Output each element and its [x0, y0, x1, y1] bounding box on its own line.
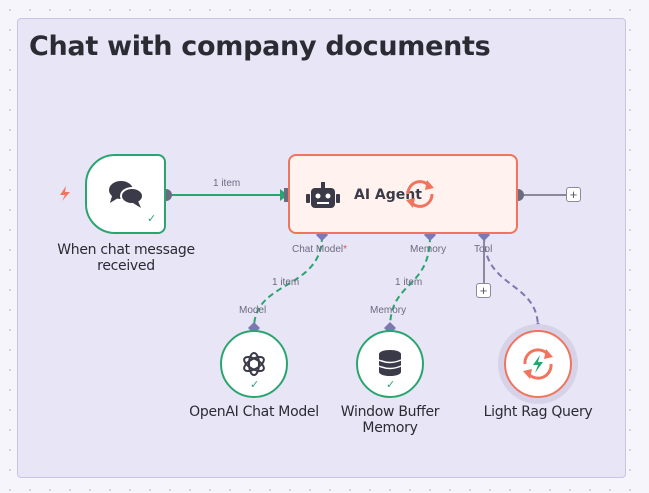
database-icon — [378, 350, 402, 376]
openai-chat-model-node[interactable]: ✓ — [220, 330, 288, 398]
trigger-node[interactable]: ✓ — [85, 154, 166, 234]
memory-node-label: Window Buffer Memory — [340, 404, 440, 436]
tool-add-button[interactable]: + — [476, 283, 491, 298]
openai-node-label: OpenAI Chat Model — [189, 404, 319, 420]
trigger-bolt-icon — [60, 186, 70, 201]
agent-add-output-button[interactable]: + — [566, 187, 581, 202]
required-marker: * — [343, 244, 348, 255]
chat-model-port-label: Chat Model* — [292, 244, 347, 255]
sticky-note[interactable]: Chat with company documents — [17, 18, 626, 478]
memory-port-label: Memory — [410, 244, 447, 255]
chat-model-port-text: Chat Model — [292, 244, 344, 255]
robot-icon — [306, 182, 340, 208]
memory-connection[interactable] — [389, 235, 431, 329]
memory-items-count: 1 item — [395, 277, 423, 288]
openai-icon — [243, 352, 265, 376]
model-port-label: Model — [239, 305, 267, 316]
loading-refresh-icon — [406, 180, 434, 208]
ai-agent-node[interactable]: AI Agent — [288, 154, 518, 234]
success-check-icon: ✓ — [386, 379, 396, 391]
sticky-title: Chat with company documents — [29, 31, 491, 62]
rag-node-label: Light Rag Query — [483, 404, 593, 420]
main-connection[interactable] — [166, 189, 288, 201]
lightning-refresh-icon — [523, 348, 553, 380]
trigger-node-label: When chat message received — [57, 242, 195, 274]
agent-title: AI Agent — [354, 187, 422, 203]
agent-input-port[interactable] — [284, 188, 290, 202]
chat-bubbles-icon — [109, 181, 144, 208]
light-rag-query-node[interactable] — [504, 330, 572, 398]
main-items-count: 1 item — [213, 178, 241, 189]
memory-in-port-label: Memory — [370, 305, 407, 316]
success-check-icon: ✓ — [147, 213, 157, 225]
chat-model-connection[interactable] — [253, 235, 323, 329]
chat-model-items-count: 1 item — [272, 277, 300, 288]
tool-port-label: Tool — [474, 244, 493, 255]
window-buffer-memory-node[interactable]: ✓ — [356, 330, 424, 398]
success-check-icon: ✓ — [250, 379, 260, 391]
